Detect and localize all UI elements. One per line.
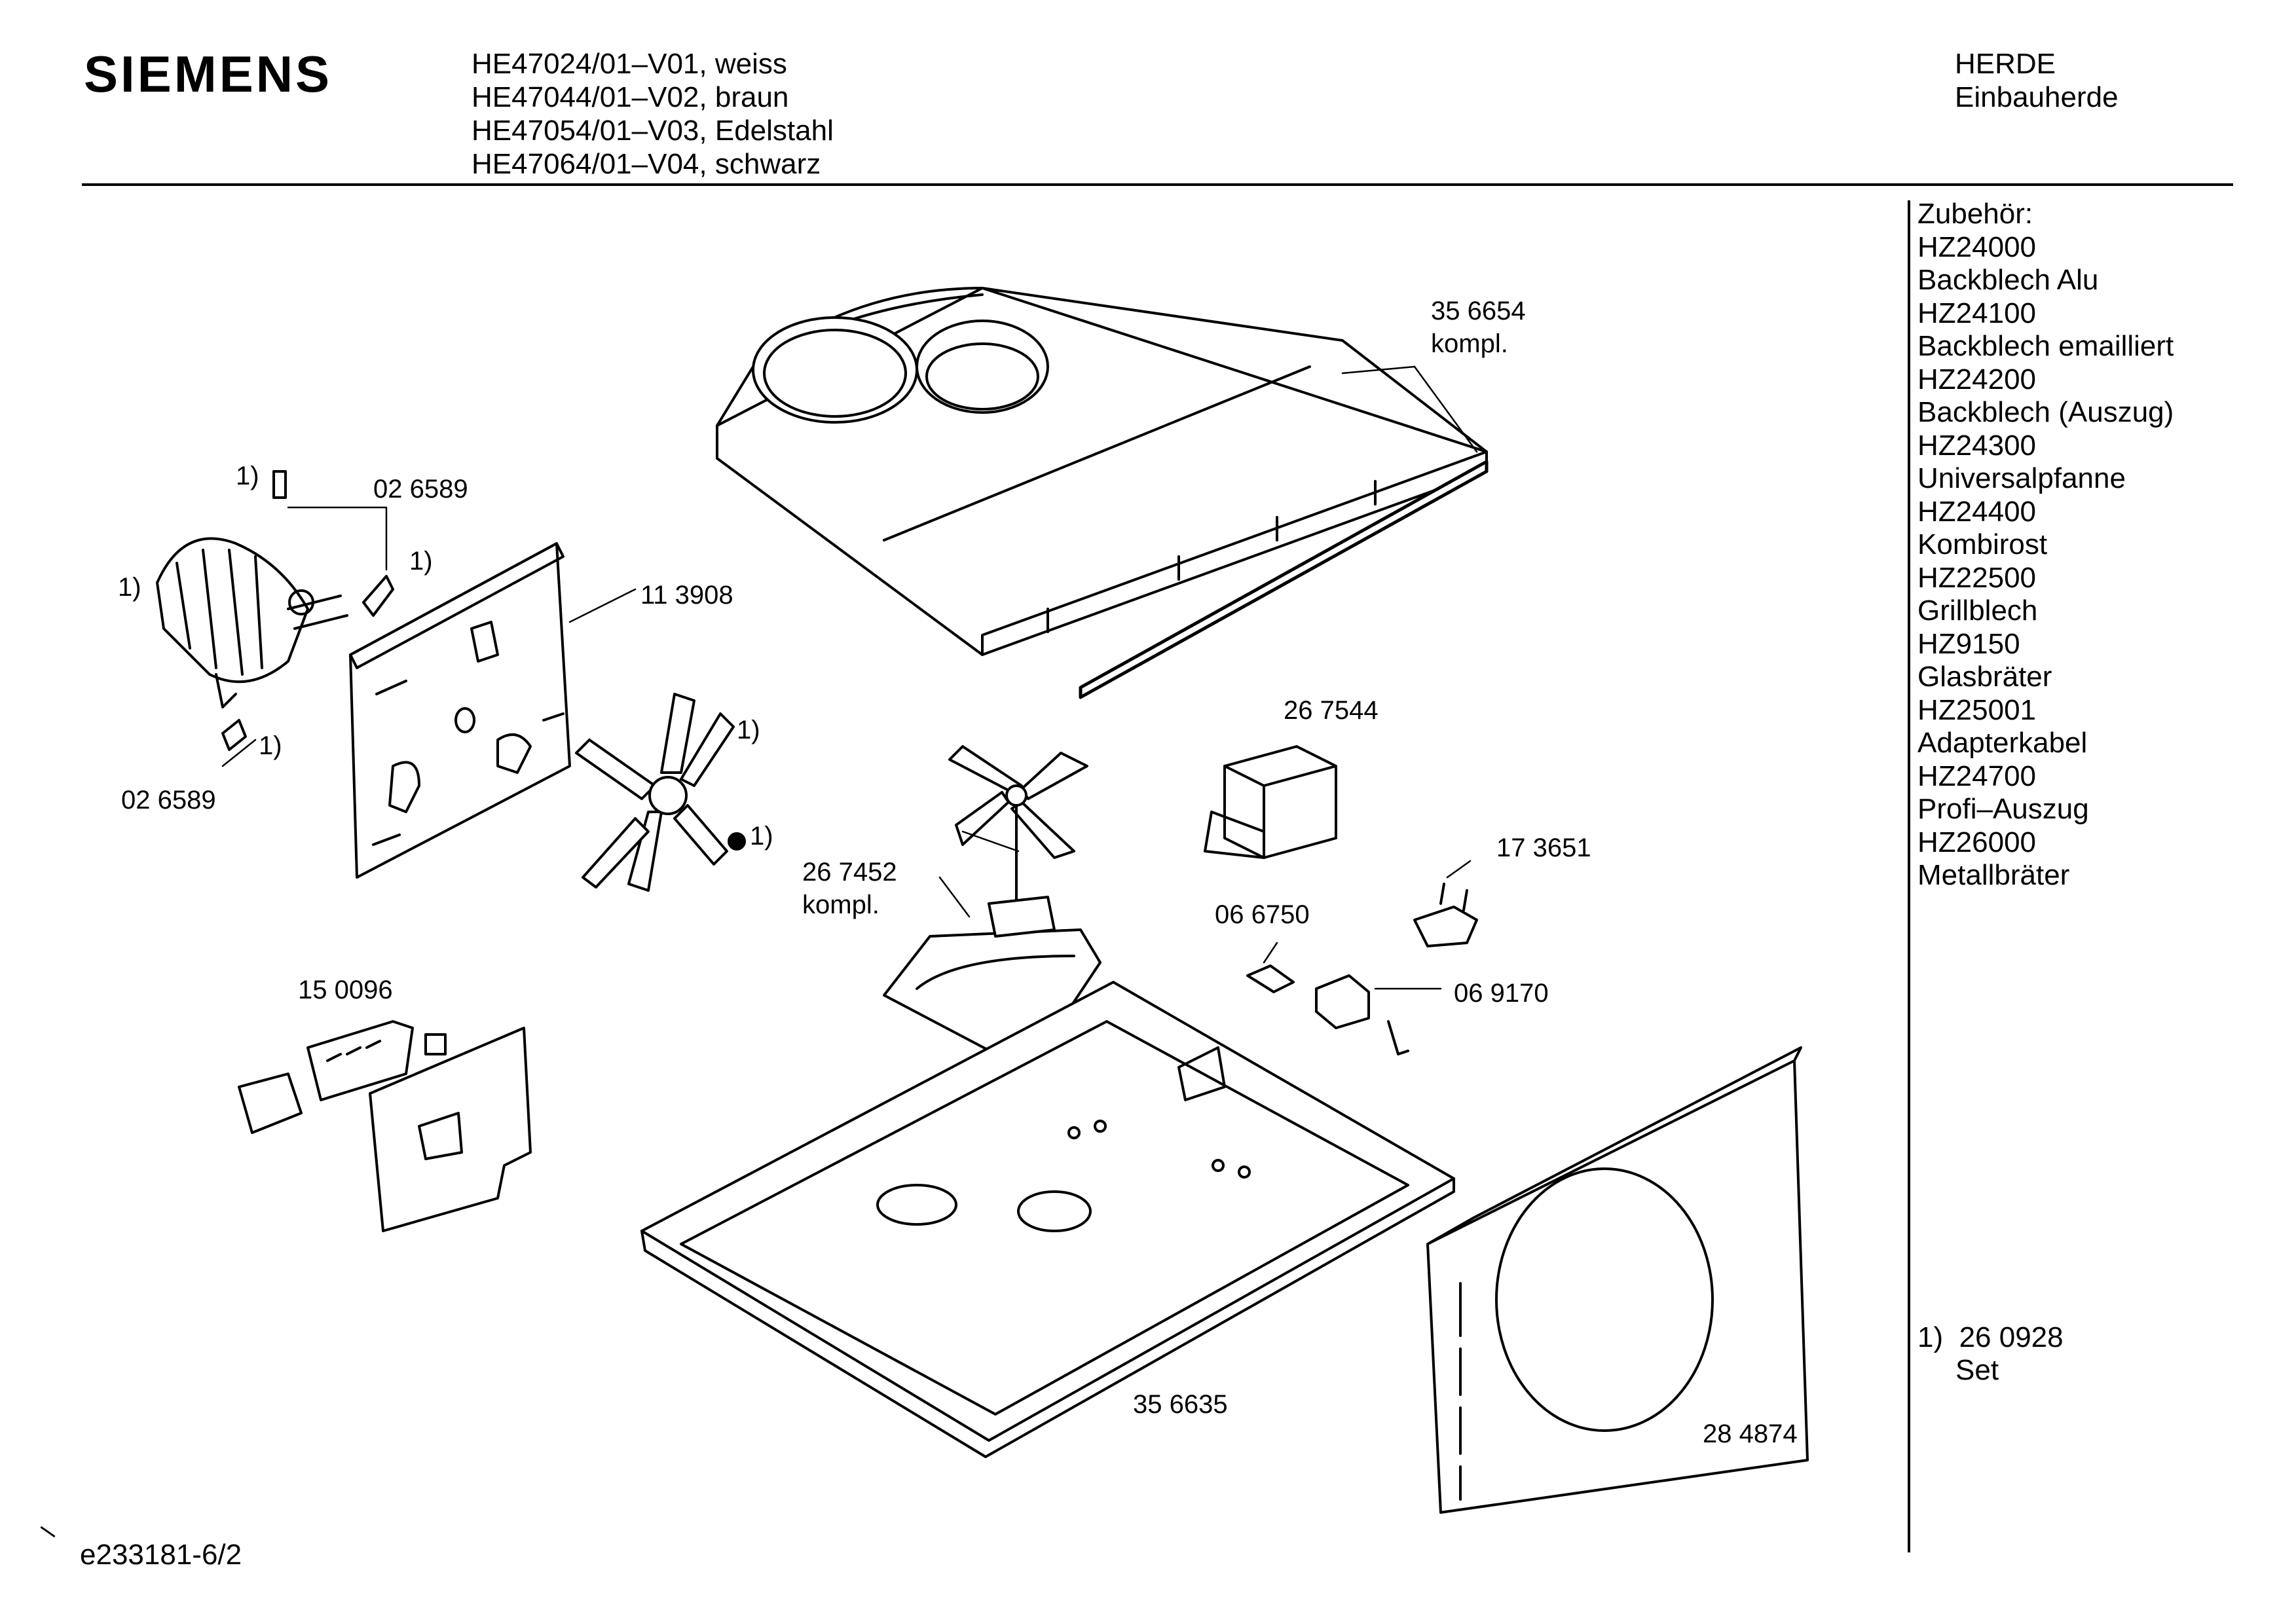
- part-number-label: 06 9170: [1454, 979, 1549, 1008]
- footnote-ref: 1): [750, 822, 773, 851]
- accessory-item: Backblech emailliert: [1917, 330, 2174, 362]
- part-number-label: 11 3908: [640, 581, 733, 610]
- footnote-marker: 1): [1917, 1321, 1944, 1353]
- footnote-set: 1) 26 0928 Set: [1917, 1321, 2064, 1387]
- base-plate-part: [640, 981, 1455, 1458]
- accessory-item: HZ24400: [1917, 495, 2037, 528]
- accessory-item: Grillblech: [1917, 595, 2038, 627]
- cover-duct-part: [716, 287, 1489, 699]
- accessory-item: HZ9150: [1917, 627, 2020, 660]
- part-number-label: 26 7452: [802, 858, 897, 887]
- accessory-item: Metallbräter: [1917, 859, 2070, 891]
- part-number-label: 26 7544: [1284, 696, 1379, 725]
- model-line: HE47044/01–V02, braun: [472, 81, 789, 113]
- footnote-line: 1) 26 0928: [1917, 1321, 2064, 1354]
- accessory-item: HZ22500: [1917, 561, 2037, 594]
- footnote-part: 26 0928: [1959, 1321, 2064, 1353]
- accessory-item: Backblech Alu: [1917, 264, 2099, 296]
- exploded-view-diagram: 35 6654 kompl. 02 6589 02 6589 11 3908 2…: [118, 287, 1809, 1514]
- footnote-desc: Set: [1955, 1354, 1999, 1386]
- control-board-part: [238, 1020, 532, 1232]
- accessories-list: Zubehör: HZ24000 Backblech Alu HZ24100 B…: [1917, 198, 2174, 892]
- door-panel-part: [1426, 1046, 1809, 1514]
- part-number-label: 06 6750: [1215, 900, 1310, 929]
- sidebar-divider: [1908, 200, 1910, 1552]
- accessory-item: Adapterkabel: [1917, 727, 2088, 759]
- leader-lines: [221, 365, 1478, 990]
- accessory-item: Glasbräter: [1917, 661, 2052, 693]
- thermostat-switch-part: [1413, 883, 1478, 947]
- accessory-item: Kombirost: [1917, 528, 2048, 560]
- accessory-item: HZ24000: [1917, 230, 2037, 263]
- model-line: HE47024/01–V01, weiss: [472, 48, 787, 80]
- part-labels: 35 6654 kompl. 02 6589 02 6589 11 3908 2…: [118, 297, 1798, 1448]
- category-block: HERDE Einbauherde: [1955, 47, 2119, 114]
- part-number-label: 15 0096: [298, 976, 393, 1004]
- document-id: e233181-6/2: [80, 1539, 242, 1571]
- accessory-item: HZ24300: [1917, 429, 2037, 462]
- footnote-ref: 1): [236, 462, 259, 490]
- accessory-item: HZ24100: [1917, 297, 2037, 329]
- model-line: HE47054/01–V03, Edelstahl: [472, 115, 834, 147]
- accessory-item: HZ25001: [1917, 693, 2037, 726]
- part-number-label: 35 6654: [1431, 297, 1526, 325]
- header-divider: [82, 183, 2233, 186]
- footnote-ref: 1): [737, 716, 760, 744]
- part-number-label: 02 6589: [373, 475, 468, 504]
- part-number-label: kompl.: [1431, 329, 1508, 358]
- category-title: HERDE: [1955, 48, 2056, 80]
- fan-motor-part: [156, 470, 394, 751]
- part-number-label: 17 3651: [1496, 833, 1591, 862]
- accessories-title: Zubehör:: [1917, 198, 2033, 230]
- model-list: HE47024/01–V01, weiss HE47044/01–V02, br…: [472, 47, 834, 181]
- back-wall-part: [349, 542, 571, 879]
- accessory-item: Universalpfanne: [1917, 462, 2126, 494]
- footnote-ref: 1): [118, 573, 141, 602]
- transformer-part: [1204, 745, 1337, 859]
- part-number-label: 02 6589: [121, 786, 216, 815]
- category-subtitle: Einbauherde: [1955, 81, 2119, 113]
- footnote-ref: 1): [409, 547, 433, 576]
- brand-logo: SIEMENS: [84, 45, 333, 103]
- accessory-item: HZ26000: [1917, 826, 2037, 858]
- fan-wheel-part: [575, 693, 746, 892]
- part-number-label: 35 6635: [1133, 1390, 1228, 1419]
- relay-parts: [1246, 964, 1409, 1055]
- model-line: HE47064/01–V04, schwarz: [472, 148, 821, 180]
- accessory-item: Backblech (Auszug): [1917, 396, 2174, 428]
- accessory-item: HZ24200: [1917, 363, 2037, 395]
- part-number-label: kompl.: [802, 890, 880, 919]
- part-number-label: 28 4874: [1703, 1420, 1798, 1448]
- accessory-item: Profi–Auszug: [1917, 793, 2089, 825]
- accessory-item: HZ24700: [1917, 760, 2037, 792]
- footnote-ref: 1): [259, 731, 282, 760]
